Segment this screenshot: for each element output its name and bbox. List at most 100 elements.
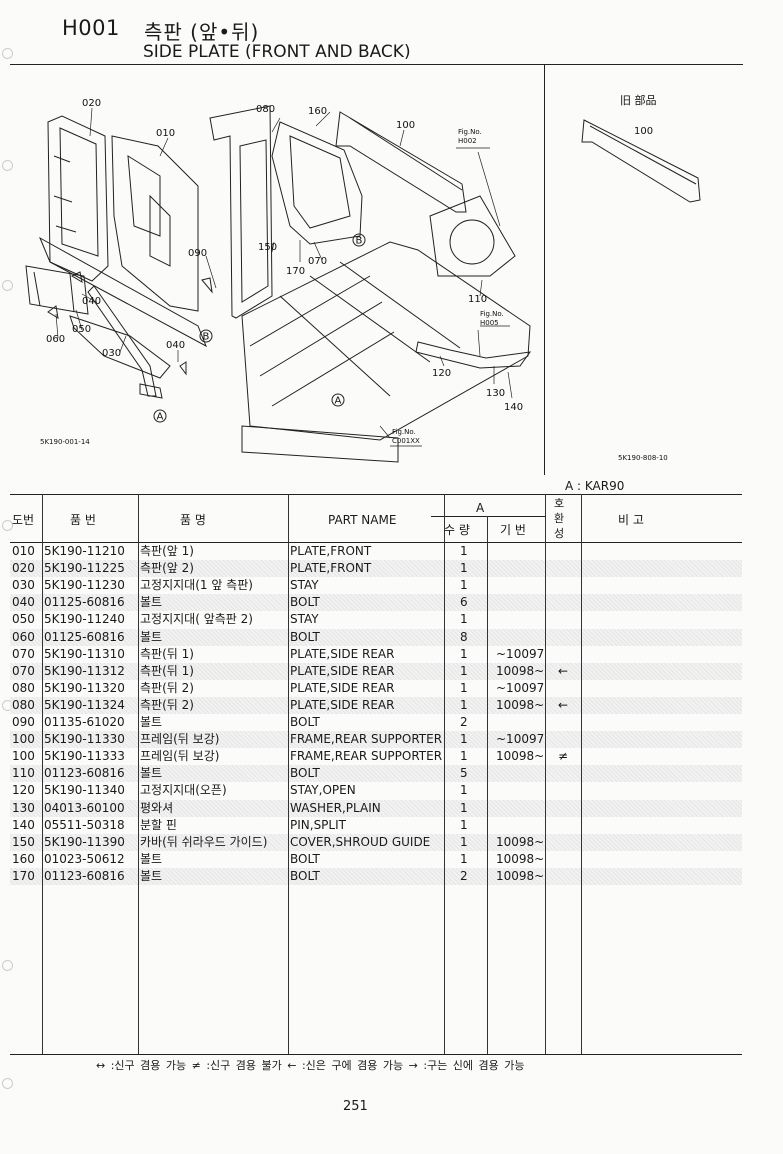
cell-no: 010 bbox=[12, 544, 35, 558]
cell-qty: 5 bbox=[460, 766, 468, 781]
old-frame-100 bbox=[581, 119, 701, 203]
binder-hole bbox=[2, 160, 13, 171]
part-stay-050 bbox=[25, 265, 89, 315]
cell-no: 150 bbox=[12, 834, 35, 849]
cell-serial: ~10097 bbox=[496, 732, 545, 747]
cell-qty: 1 bbox=[460, 817, 468, 832]
cell-name-en: PLATE,SIDE REAR bbox=[290, 680, 395, 695]
cell-no: 030 bbox=[12, 578, 35, 593]
marker-circle bbox=[352, 233, 366, 247]
marker-circle bbox=[331, 393, 345, 407]
part-stay-030 bbox=[87, 285, 157, 397]
part-front-plate-010 bbox=[111, 135, 199, 312]
cell-no: 080 bbox=[12, 697, 35, 712]
part-rear-plate-080 bbox=[209, 105, 273, 319]
callout-170: 170 bbox=[286, 266, 305, 277]
cell-name-en: BOLT bbox=[290, 629, 320, 644]
marker-B: B bbox=[356, 236, 363, 247]
part-frame-120 bbox=[415, 341, 532, 369]
col-qty: 수 량 bbox=[444, 523, 470, 537]
cell-qty: 1 bbox=[460, 800, 468, 815]
cell-no: 070 bbox=[12, 663, 35, 678]
cell-part-no: 01125-60816 bbox=[44, 595, 125, 610]
cell-name-ko: 볼트 bbox=[140, 629, 163, 644]
cell-name-ko: 고정지지대(1 앞 측판) bbox=[140, 578, 253, 593]
binder-hole bbox=[2, 960, 13, 971]
cell-qty: 1 bbox=[460, 680, 468, 695]
cell-name-en: STAY bbox=[290, 578, 319, 593]
cell-qty: 1 bbox=[460, 646, 468, 661]
callout-060: 060 bbox=[46, 334, 65, 345]
callout-070: 070 bbox=[308, 256, 327, 267]
cell-qty: 1 bbox=[460, 544, 468, 558]
cell-no: 130 bbox=[12, 800, 35, 815]
cell-serial: 10098~ bbox=[496, 663, 545, 678]
cell-part-no: 5K190-11340 bbox=[44, 783, 125, 798]
cell-name-ko: 분할 핀 bbox=[140, 817, 177, 832]
cell-part-no: 5K190-11240 bbox=[44, 612, 125, 627]
cell-no: 020 bbox=[12, 561, 35, 576]
cell-qty: 1 bbox=[460, 732, 468, 747]
callout-110: 110 bbox=[468, 294, 487, 305]
cell-no: 060 bbox=[12, 629, 35, 644]
section-title-korean: 측판 (앞•뒤) bbox=[144, 20, 260, 44]
cell-qty: 1 bbox=[460, 851, 468, 866]
model-note: A : KAR90 bbox=[565, 479, 625, 493]
col-rule bbox=[487, 516, 488, 1055]
cell-part-no: 5K190-11330 bbox=[44, 732, 125, 747]
col-rule bbox=[545, 494, 546, 1055]
cell-part-no: 5K190-11333 bbox=[44, 749, 125, 764]
table-top-rule bbox=[10, 494, 742, 495]
callout-140: 140 bbox=[504, 402, 523, 413]
cell-name-ko: 고정지지대( 앞측판 2) bbox=[140, 612, 253, 627]
cell-name-ko: 볼트 bbox=[140, 595, 163, 610]
part-rear-plate-070 bbox=[271, 121, 363, 245]
callout-030: 030 bbox=[102, 348, 121, 359]
cell-name-en: BOLT bbox=[290, 766, 320, 781]
cell-name-ko: 카바(뒤 쉬라우드 가이드) bbox=[140, 834, 268, 849]
binder-hole bbox=[2, 1078, 13, 1089]
col-rule bbox=[444, 494, 445, 1055]
table-bottom-rule bbox=[10, 1054, 742, 1055]
callout-020: 020 bbox=[82, 98, 101, 109]
callout-130: 130 bbox=[486, 388, 505, 399]
diagram-code-left: 5K190-001-14 bbox=[40, 438, 90, 446]
callout-120: 120 bbox=[432, 368, 451, 379]
cell-name-ko: 측판(뒤 2) bbox=[140, 697, 194, 712]
col-part-no: 품 번 bbox=[70, 513, 96, 527]
cell-no: 160 bbox=[12, 851, 35, 866]
cell-compat: ≠ bbox=[558, 749, 569, 764]
cell-name-en: BOLT bbox=[290, 595, 320, 610]
cell-part-no: 04013-60100 bbox=[44, 800, 125, 815]
cell-part-no: 05511-50318 bbox=[44, 817, 125, 832]
figure-ref-label: Fig.No. bbox=[392, 428, 416, 436]
figure-ref-code: C001XX bbox=[392, 437, 420, 445]
marker-circle bbox=[153, 409, 167, 423]
cell-serial: 10098~ bbox=[496, 851, 545, 866]
figure-ref-label: Fig.No. bbox=[480, 310, 504, 318]
col-rule bbox=[581, 494, 582, 1055]
col-group-a: A bbox=[476, 501, 485, 515]
cell-qty: 1 bbox=[460, 612, 468, 627]
marker-B: B bbox=[203, 332, 210, 343]
callout-010: 010 bbox=[156, 128, 175, 139]
cell-name-ko: 프레임(뒤 보강) bbox=[140, 749, 220, 764]
cell-qty: 1 bbox=[460, 578, 468, 593]
cell-name-ko: 볼트 bbox=[140, 766, 163, 781]
cell-part-no: 01023-50612 bbox=[44, 851, 125, 866]
cell-name-en: STAY,OPEN bbox=[290, 783, 356, 798]
binder-hole bbox=[2, 48, 13, 59]
callout-160: 160 bbox=[308, 106, 327, 117]
cell-no: 170 bbox=[12, 868, 35, 883]
old-parts-title: 旧 部品 bbox=[620, 93, 657, 107]
callout-040: 040 bbox=[82, 296, 101, 307]
